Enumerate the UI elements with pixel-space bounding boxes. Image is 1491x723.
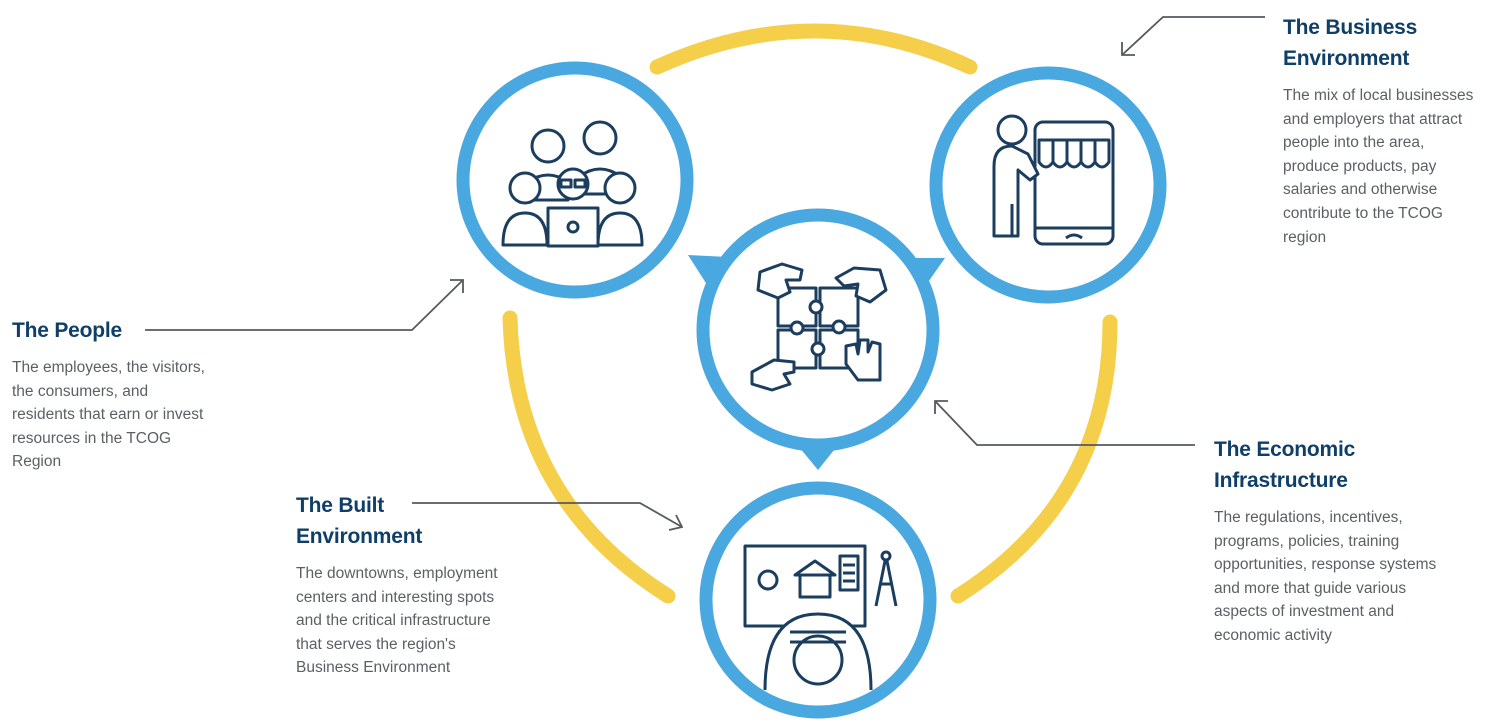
built-description: The downtowns, employment centers and in… [296, 565, 498, 677]
economic-title-line1: The Economic [1214, 438, 1356, 461]
built-title-line1: The Built [296, 494, 385, 517]
people-description: The employees, the visitors, the consume… [12, 359, 205, 471]
economic-label-block: The Economic Infrastructure The regulati… [1214, 434, 1454, 648]
arrow-people [145, 279, 464, 331]
arrow-business [1121, 16, 1265, 56]
arc-left [502, 310, 676, 604]
people-node [456, 61, 694, 299]
business-label-block: The Business Environment The mix of loca… [1283, 12, 1483, 249]
built-label-block: The Built Environment The downtowns, emp… [296, 490, 512, 680]
built-title-line2: Environment [296, 525, 423, 548]
arc-top [649, 23, 978, 75]
connector-arcs [502, 23, 1118, 604]
people-group-icon [501, 120, 644, 248]
arrow-built [412, 502, 684, 531]
arrow-economic [934, 400, 1195, 446]
business-title-line1: The Business [1283, 16, 1418, 39]
business-title-line2: Environment [1283, 47, 1410, 70]
people-title: The People [12, 319, 123, 342]
shopkeeper-storefront-icon [992, 114, 1115, 246]
business-description: The mix of local businesses and employer… [1283, 87, 1474, 246]
people-label-block: The People The employees, the visitors, … [12, 315, 212, 474]
business-node [929, 66, 1167, 304]
puzzle-hands-icon [750, 262, 888, 392]
economic-description: The regulations, incentives, programs, p… [1214, 509, 1437, 644]
architect-desk-icon [743, 544, 898, 691]
arc-right [950, 314, 1118, 604]
economic-title-line2: Infrastructure [1214, 469, 1348, 492]
center-node [688, 208, 945, 470]
pointer-arrows [145, 16, 1265, 531]
built-node [699, 481, 937, 719]
